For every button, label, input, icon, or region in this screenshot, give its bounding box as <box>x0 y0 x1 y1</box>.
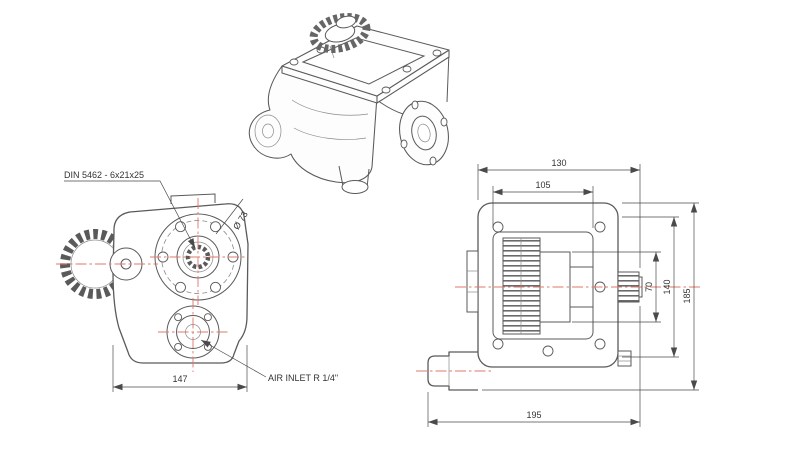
housing-bolt <box>492 338 504 350</box>
housing-bolt <box>492 221 504 233</box>
bevel-gear-hub <box>335 15 357 29</box>
flange-neck <box>170 193 216 204</box>
front-view: 147 DIN 5462 - 6x21x25 Ø 73 AIR INLET R … <box>56 170 338 392</box>
side-tab <box>466 250 479 313</box>
leader-line <box>215 198 244 235</box>
housing-bolt <box>594 221 606 233</box>
port-bolt <box>203 342 212 351</box>
flange-bolt-hole <box>411 100 419 110</box>
gear-stack <box>502 237 541 335</box>
plate-bolt-hole <box>402 65 412 73</box>
flange-bolt-hole <box>400 139 408 149</box>
bevel-gear-teeth <box>309 13 371 53</box>
port-bolt <box>174 342 183 351</box>
dim-overall-height: 185 <box>682 288 692 303</box>
isometric-view <box>248 13 450 194</box>
label-din-spline: DIN 5462 - 6x21x25 <box>64 170 144 180</box>
port-bolt <box>203 313 212 322</box>
label-air-inlet: AIR INLET R 1/4" <box>268 373 338 383</box>
housing-bolt <box>594 338 606 350</box>
dim-inner-top: 105 <box>535 180 550 190</box>
plate-bolt-hole <box>289 58 299 66</box>
leader-line <box>64 180 196 249</box>
flange-bolt <box>175 281 186 293</box>
flange-bolt <box>175 221 186 233</box>
plate-bolt-hole <box>432 49 442 57</box>
dim-overall-width: 195 <box>526 410 541 420</box>
leader-line <box>200 339 267 378</box>
side-boss <box>254 114 282 148</box>
dim-shaft-height: 70 <box>644 282 654 292</box>
dim-front-width: 147 <box>172 374 187 384</box>
side-view: 130 105 70 140 185 195 <box>416 158 703 427</box>
flange-bolt-hole <box>429 156 437 166</box>
input-shaft <box>427 351 478 391</box>
output-shaft-boss <box>341 180 369 194</box>
clutch-block <box>539 251 571 323</box>
housing-bolt <box>542 345 554 357</box>
flange-bolt <box>210 281 221 293</box>
drain-plug <box>617 350 632 367</box>
flange-bolt-hole <box>440 117 448 127</box>
dim-mid-height: 140 <box>662 279 672 294</box>
flange-bolt <box>210 221 221 233</box>
port-bolt <box>174 313 183 322</box>
plate-bolt-hole <box>381 86 391 94</box>
dim-overall-top: 130 <box>551 158 566 168</box>
